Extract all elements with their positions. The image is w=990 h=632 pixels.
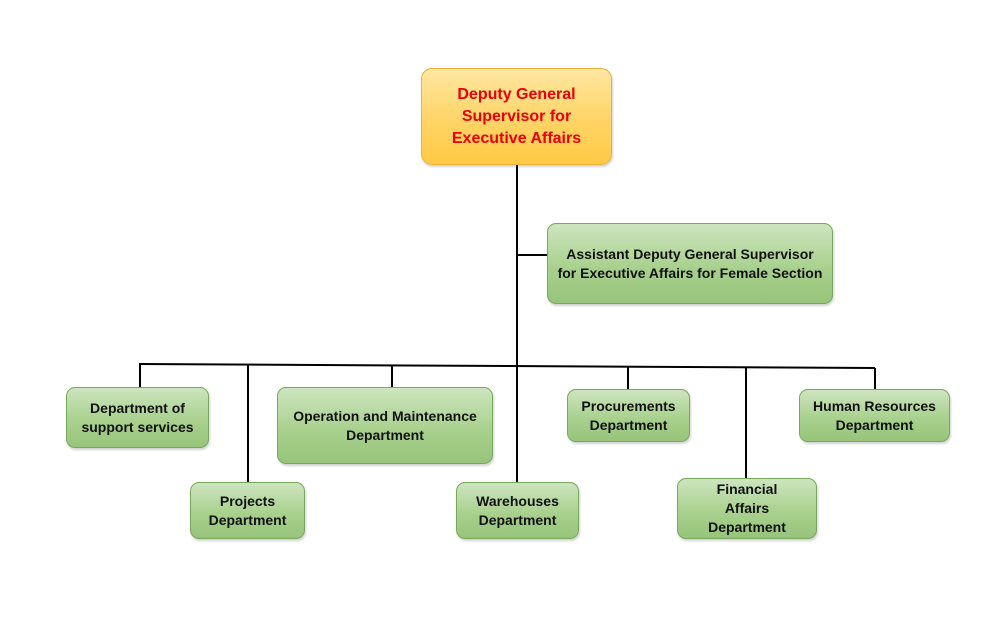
assistant-deputy-box: Assistant Deputy General Supervisor for … <box>547 223 833 304</box>
projects-department-box: Projects Department <box>190 482 305 539</box>
financial-affairs-department-box: Financial Affairs Department <box>677 478 817 539</box>
deputy-general-supervisor-box: Deputy General Supervisor for Executive … <box>421 68 612 165</box>
deputy-general-supervisor-label: Deputy General Supervisor for Executive … <box>451 85 582 147</box>
horizontal-bus-line <box>138 363 876 369</box>
human-resources-department-label: Human Resources Department <box>813 397 936 433</box>
support-services-department-label: Department of support services <box>81 399 194 435</box>
procurements-department-label: Procurements Department <box>581 397 676 433</box>
connectors <box>138 165 876 482</box>
financial-affairs-department-label: Financial Affairs Department <box>708 481 786 535</box>
assistant-deputy-label: Assistant Deputy General Supervisor for … <box>557 245 823 281</box>
support-services-department-box: Department of support services <box>66 387 209 448</box>
operation-maintenance-department-box: Operation and Maintenance Department <box>277 387 493 464</box>
warehouses-department-label: Warehouses Department <box>476 492 559 528</box>
human-resources-department-box: Human Resources Department <box>799 389 950 442</box>
warehouses-department-box: Warehouses Department <box>456 482 579 539</box>
procurements-department-box: Procurements Department <box>567 389 690 442</box>
operation-maintenance-department-label: Operation and Maintenance Department <box>293 407 477 443</box>
projects-department-label: Projects Department <box>208 492 287 528</box>
